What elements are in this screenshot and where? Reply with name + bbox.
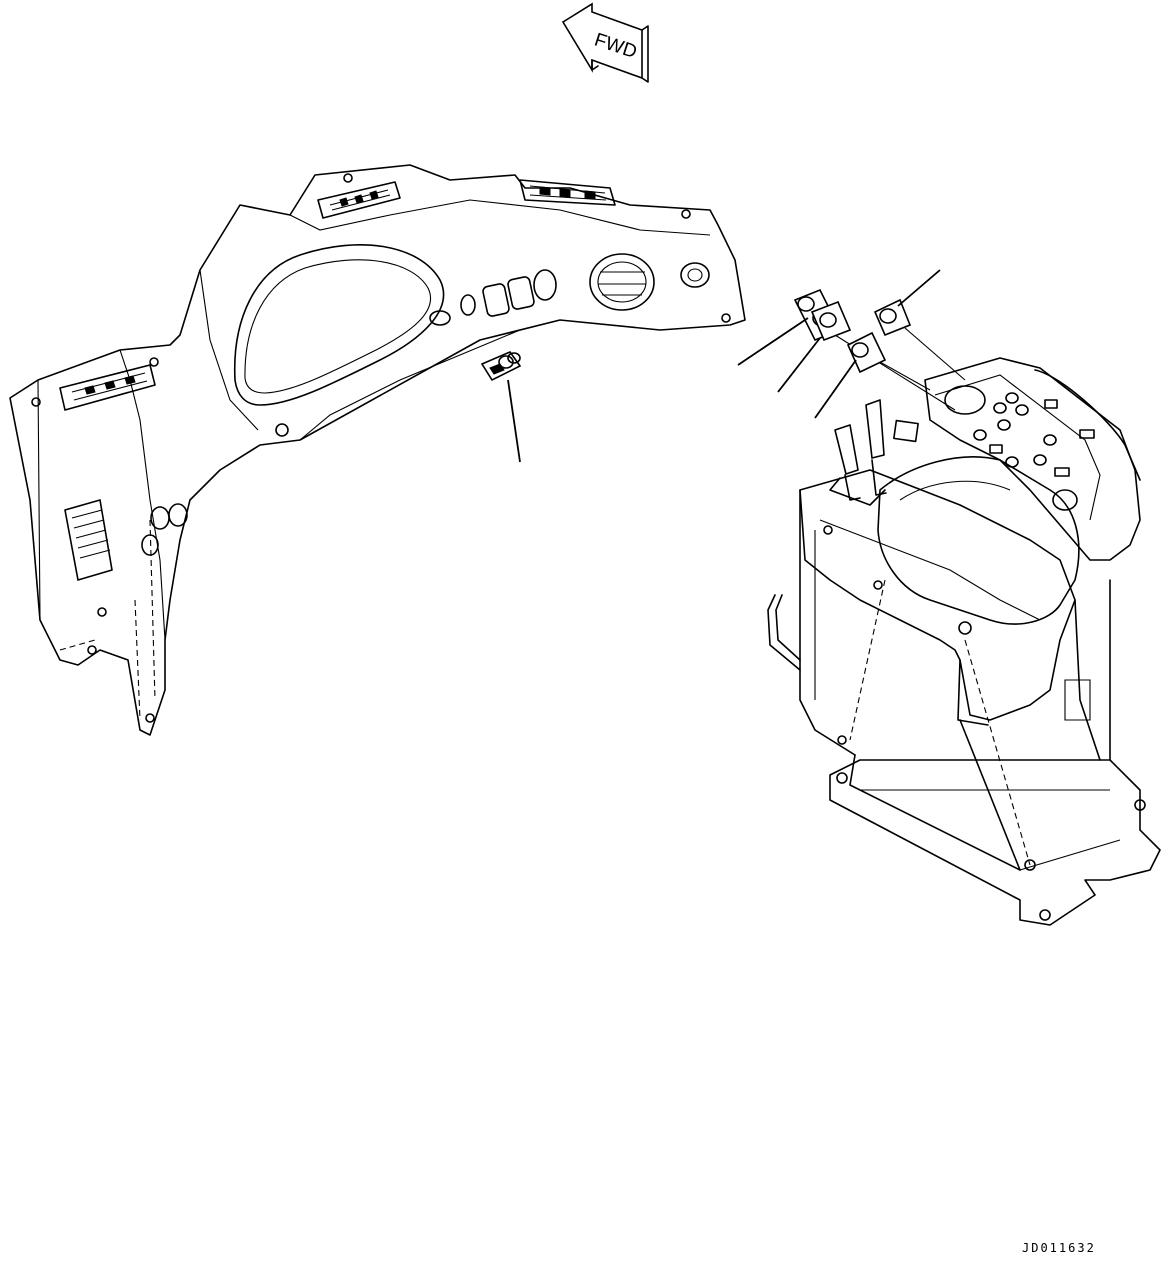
round-vent-icon xyxy=(589,253,655,311)
vent-left-lower-icon xyxy=(64,499,113,581)
drawing-code: JD011632 xyxy=(1022,1241,1096,1255)
vent-left-upper-icon xyxy=(59,364,156,411)
dash-switch-part-icon xyxy=(480,351,522,463)
screw-icons xyxy=(31,173,731,723)
panel-switches-icon xyxy=(944,385,1095,511)
console-switch-part-2-icon xyxy=(777,300,852,393)
vent-top-right-icon xyxy=(519,179,616,206)
fwd-arrow-icon: FWD xyxy=(561,2,649,83)
knob-icon xyxy=(680,262,710,288)
vent-top-left-icon xyxy=(317,181,401,219)
dash-switch-group-icon xyxy=(141,269,557,556)
console-switch-part-1-icon xyxy=(737,288,956,411)
dashboard-panel xyxy=(9,164,746,736)
control-console xyxy=(767,357,1161,926)
console-switch-part-3-icon xyxy=(873,269,966,381)
lever-icons xyxy=(829,399,919,506)
console-switch-part-4-icon xyxy=(814,331,931,419)
